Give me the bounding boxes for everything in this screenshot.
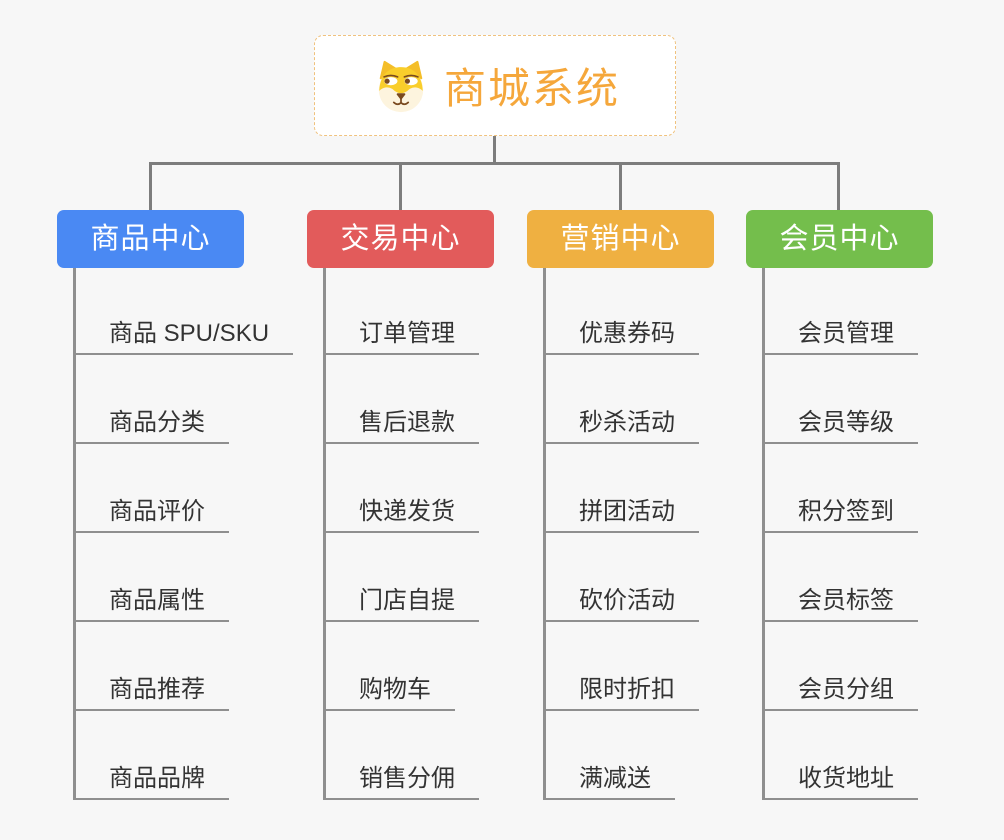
subtopic-item[interactable]: 门店自提 (326, 533, 479, 622)
connector-root-stem (493, 136, 496, 164)
subtopic-item[interactable]: 售后退款 (326, 355, 479, 444)
subtopic-item[interactable]: 会员管理 (765, 268, 918, 355)
connector-drop-marketing-center (619, 163, 622, 211)
subtopic-item[interactable]: 会员等级 (765, 355, 918, 444)
subtopic-item[interactable]: 满减送 (546, 711, 675, 800)
subtopic-item[interactable]: 快递发货 (326, 444, 479, 533)
subtopic-item[interactable]: 优惠券码 (546, 268, 699, 355)
subtopic-item[interactable]: 收货地址 (765, 711, 918, 800)
branch-list-member-center: 会员管理 会员等级 积分签到 会员标签 会员分组 收货地址 (762, 268, 918, 800)
subtopic-item[interactable]: 限时折扣 (546, 622, 699, 711)
branch-header-trade-center[interactable]: 交易中心 (307, 210, 494, 268)
subtopic-item[interactable]: 商品 SPU/SKU (76, 268, 294, 355)
subtopic-item[interactable]: 购物车 (326, 622, 455, 711)
subtopic-item[interactable]: 商品评价 (76, 444, 229, 533)
subtopic-item[interactable]: 拼团活动 (546, 444, 699, 533)
dog-face-icon (370, 57, 432, 115)
branch-list-trade-center: 订单管理 售后退款 快递发货 门店自提 购物车 销售分佣 (323, 268, 479, 800)
root-node[interactable]: 商城系统 (314, 35, 676, 136)
subtopic-item[interactable]: 订单管理 (326, 268, 479, 355)
subtopic-item[interactable]: 会员分组 (765, 622, 918, 711)
subtopic-item[interactable]: 积分签到 (765, 444, 918, 533)
branch-header-member-center[interactable]: 会员中心 (746, 210, 933, 268)
connector-drop-trade-center (399, 163, 402, 211)
subtopic-item[interactable]: 商品推荐 (76, 622, 229, 711)
branch-list-product-center: 商品 SPU/SKU 商品分类 商品评价 商品属性 商品推荐 商品品牌 (73, 268, 294, 800)
subtopic-item[interactable]: 砍价活动 (546, 533, 699, 622)
subtopic-item[interactable]: 商品属性 (76, 533, 229, 622)
subtopic-item[interactable]: 商品分类 (76, 355, 229, 444)
subtopic-item[interactable]: 秒杀活动 (546, 355, 699, 444)
branch-header-marketing-center[interactable]: 营销中心 (527, 210, 714, 268)
subtopic-item[interactable]: 销售分佣 (326, 711, 479, 800)
root-title: 商城系统 (443, 65, 620, 112)
connector-drop-product-center (149, 163, 152, 211)
subtopic-item[interactable]: 会员标签 (765, 533, 918, 622)
branch-list-marketing-center: 优惠券码 秒杀活动 拼团活动 砍价活动 限时折扣 满减送 (543, 268, 699, 800)
subtopic-item[interactable]: 商品品牌 (76, 711, 229, 800)
branch-header-product-center[interactable]: 商品中心 (57, 210, 244, 268)
connector-horizontal (149, 162, 840, 165)
connector-drop-member-center (837, 163, 840, 211)
